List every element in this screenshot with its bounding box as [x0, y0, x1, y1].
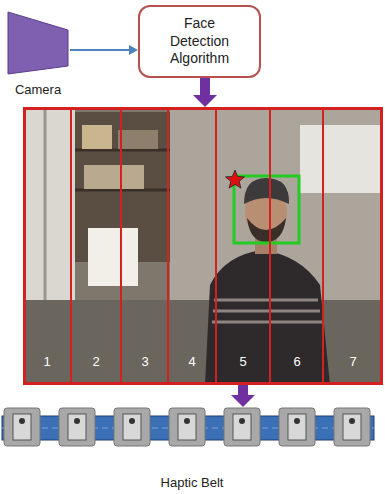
- column-number: 5: [239, 354, 246, 370]
- motor-dot: [239, 418, 245, 424]
- column-number: 2: [92, 354, 99, 370]
- column-line: [120, 107, 122, 385]
- vibration-motor: [114, 408, 150, 446]
- motor-case: [334, 408, 370, 446]
- arrow-head: [193, 95, 217, 107]
- node-label: Face Detection Algorithm: [160, 15, 240, 68]
- camera-node: Camera: [6, 8, 70, 98]
- arrow-head: [129, 45, 138, 55]
- whiteboard: [300, 125, 380, 193]
- motor-dot: [74, 418, 80, 424]
- motor-dot: [19, 418, 25, 424]
- vibration-motor: [59, 408, 95, 446]
- vibration-motor: [224, 408, 260, 446]
- motor-dot: [129, 418, 135, 424]
- motor-plate: [13, 414, 31, 440]
- column-number: 6: [293, 354, 300, 370]
- arrow-shaft: [70, 49, 129, 51]
- flow-arrow: [231, 385, 255, 407]
- column-number: 3: [141, 354, 148, 370]
- process-box: Face Detection Algorithm: [138, 5, 261, 78]
- motor-plate: [233, 414, 251, 440]
- motor-dot: [349, 418, 355, 424]
- haptic-belt-figure: [2, 408, 374, 446]
- node-label: Camera: [15, 82, 61, 98]
- motor-case: [114, 408, 150, 446]
- camera-frame: 1 2 3 4 5 6 7: [23, 107, 383, 385]
- sweater-stripe: [214, 299, 318, 302]
- camera-photo: [23, 107, 383, 385]
- column-line: [215, 107, 217, 385]
- vibration-motor: [279, 408, 315, 446]
- books: [84, 165, 144, 189]
- person-cap: [244, 178, 289, 204]
- sweater-stripe: [213, 310, 320, 313]
- column-line: [269, 107, 271, 385]
- books: [82, 125, 112, 149]
- motor-plate: [68, 414, 86, 440]
- motor-plate: [178, 414, 196, 440]
- face-box: [234, 176, 299, 243]
- face-center-star: [226, 170, 245, 188]
- motor-case: [59, 408, 95, 446]
- flow-arrow: [70, 45, 138, 55]
- node-label: Haptic Belt: [161, 475, 224, 491]
- motor-plate: [343, 414, 361, 440]
- vibration-motor: [334, 408, 370, 446]
- column-line: [167, 107, 169, 385]
- column-number: 1: [43, 354, 50, 370]
- arrow-shaft: [200, 78, 210, 95]
- arrow-shaft: [238, 385, 248, 395]
- motor-case: [224, 408, 260, 446]
- floor: [23, 300, 383, 385]
- column-line: [70, 107, 72, 385]
- motor-plate: [123, 414, 141, 440]
- motor-case: [279, 408, 315, 446]
- camera-body: [8, 12, 68, 74]
- column-number: 4: [188, 354, 195, 370]
- white-box: [88, 228, 138, 286]
- camera-icon: [6, 8, 70, 78]
- motor-plate: [288, 414, 306, 440]
- books: [118, 130, 158, 149]
- column-line: [322, 107, 324, 385]
- motor-case: [169, 408, 205, 446]
- vibration-motor: [4, 408, 40, 446]
- motor-dot: [184, 418, 190, 424]
- motor-case: [4, 408, 40, 446]
- flow-arrow: [193, 78, 217, 107]
- sweater-stripe: [212, 321, 322, 324]
- person-beard: [247, 218, 286, 242]
- photo-ground: [23, 107, 383, 385]
- vibration-motor: [169, 408, 205, 446]
- haptic-belt-node: Haptic Belt: [6, 407, 378, 491]
- column-dividers: [71, 107, 323, 385]
- motor-dot: [294, 418, 300, 424]
- arrow-head: [231, 395, 255, 407]
- column-number: 7: [349, 354, 356, 370]
- person-sweater: [205, 250, 330, 385]
